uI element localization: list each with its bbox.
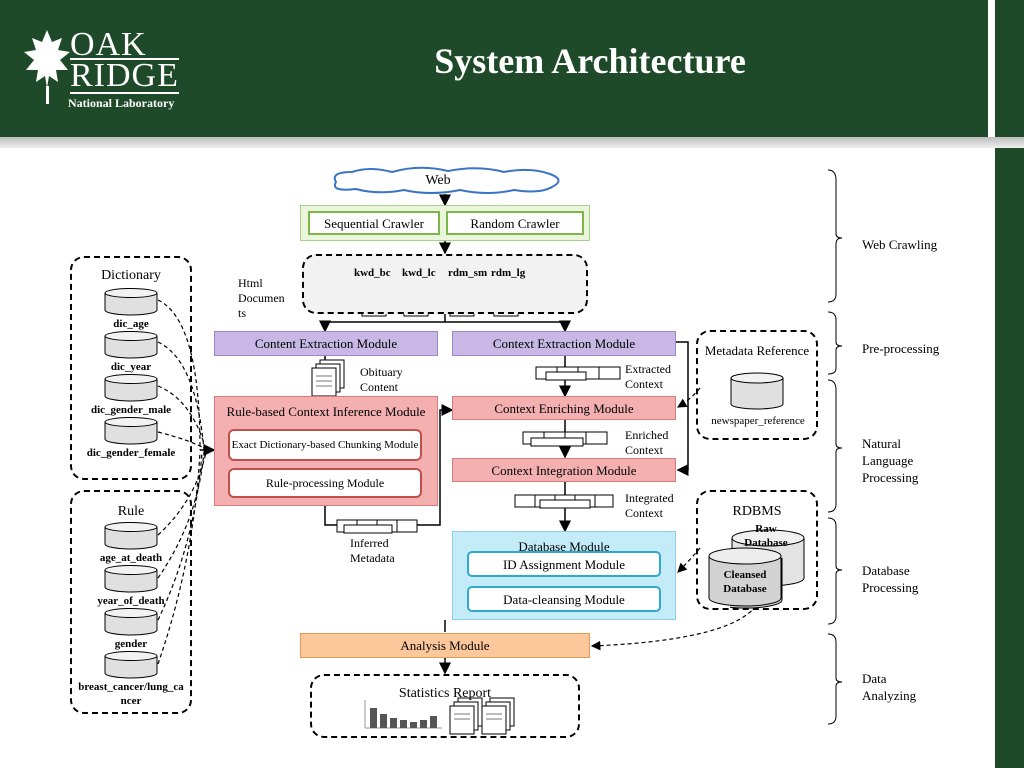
logo-national-laboratory: National Laboratory xyxy=(68,96,175,110)
rdbms-title: RDBMS xyxy=(732,504,782,519)
dictionary-item-label: dic_gender_female xyxy=(86,447,176,459)
content-extraction-module: Content Extraction Module xyxy=(214,331,438,356)
oak-leaf-icon xyxy=(24,30,70,104)
exact-dictionary-chunking: Exact Dictionary-based Chunking Module xyxy=(228,429,422,461)
dictionary-item-label: dic_gender_male xyxy=(90,404,172,416)
phase-data-analyzing: Data Analyzing xyxy=(862,671,917,703)
right-green-bar xyxy=(995,148,1024,768)
rule-item-label: breast_cancer/lung_cancer xyxy=(78,681,184,707)
file-rdm-lg: rdm_lg xyxy=(491,267,526,279)
rule-database-icon xyxy=(104,651,158,679)
rule-item-label: age_at_death xyxy=(99,552,163,564)
metadata-reference-box xyxy=(696,330,818,440)
rdbms-box xyxy=(696,490,818,610)
context-integration-module: Context Integration Module xyxy=(452,458,676,482)
cleansed-database-label: Cleansed Database xyxy=(723,569,767,595)
obituary-content-label: Obituary Content xyxy=(360,365,403,394)
file-kwd-bc: kwd_bc xyxy=(354,267,391,279)
web-label: Web xyxy=(425,172,451,188)
rule-database-icon xyxy=(104,522,158,550)
logo-ridge: RIDGE xyxy=(70,57,179,94)
rule-database-icon xyxy=(104,608,158,636)
raw-database-label: Raw Database xyxy=(744,523,788,549)
database-module-label: Database Module xyxy=(518,539,610,553)
sequential-crawler: Sequential Crawler xyxy=(308,211,440,235)
database-icon xyxy=(730,372,784,410)
phase-database-processing: Database Processing xyxy=(862,563,919,595)
enriched-context-label: Enriched Context xyxy=(625,428,669,457)
metadata-reference-title: Metadata Reference xyxy=(704,343,810,358)
integrated-context-label: Integrated Context xyxy=(625,491,674,520)
rule-item-label: gender xyxy=(114,638,148,650)
statistics-report-box xyxy=(310,674,580,738)
rule-box xyxy=(70,490,192,714)
rule-based-label: Rule-based Context Inference Module xyxy=(226,404,426,419)
mini-bar-chart-icon xyxy=(364,700,442,729)
dictionary-database-icon xyxy=(104,417,158,445)
inferred-metadata-label: Inferred Metadata xyxy=(350,536,395,565)
page-title: System Architecture xyxy=(434,41,746,81)
analysis-module: Analysis Module xyxy=(300,633,590,658)
header-divider xyxy=(988,0,995,137)
rule-processing-module: Rule-processing Module xyxy=(228,468,422,498)
dictionary-database-icon xyxy=(104,374,158,402)
data-cleansing-module: Data-cleansing Module xyxy=(467,586,661,612)
phase-web-crawling: Web Crawling xyxy=(862,237,938,252)
rule-database-icon xyxy=(104,565,158,593)
logo-oak: OAK xyxy=(70,26,147,63)
context-extraction-module: Context Extraction Module xyxy=(452,331,676,356)
phase-nlp: Natural Language Processing xyxy=(862,436,919,485)
dictionary-item-label: dic_year xyxy=(110,361,152,373)
phase-pre-processing: Pre-processing xyxy=(862,341,940,356)
dictionary-box xyxy=(70,256,192,480)
dictionary-title: Dictionary xyxy=(101,268,161,283)
header-bar xyxy=(0,0,1024,137)
random-crawler: Random Crawler xyxy=(446,211,584,235)
right-gap xyxy=(988,148,995,768)
dictionary-database-icon xyxy=(104,288,158,316)
gray-band xyxy=(0,137,1024,148)
rule-title: Rule xyxy=(117,504,145,519)
extracted-context-label: Extracted Context xyxy=(625,362,671,391)
html-documents-box xyxy=(302,254,588,314)
cleansed-database-icon xyxy=(708,547,782,607)
context-enriching-module: Context Enriching Module xyxy=(452,396,676,420)
newspaper-reference-label: newspaper_reference xyxy=(711,415,805,427)
statistics-report-label: Statistics Report xyxy=(398,686,492,701)
file-rdm-sm: rdm_sm xyxy=(448,267,488,279)
html-documents-label: Html Documen ts xyxy=(238,276,285,320)
dictionary-item-label: dic_age xyxy=(113,318,149,330)
rule-item-label: year_of_death xyxy=(97,595,165,607)
dictionary-database-icon xyxy=(104,331,158,359)
file-kwd-lc: kwd_lc xyxy=(402,267,436,279)
id-assignment-module: ID Assignment Module xyxy=(467,551,661,577)
